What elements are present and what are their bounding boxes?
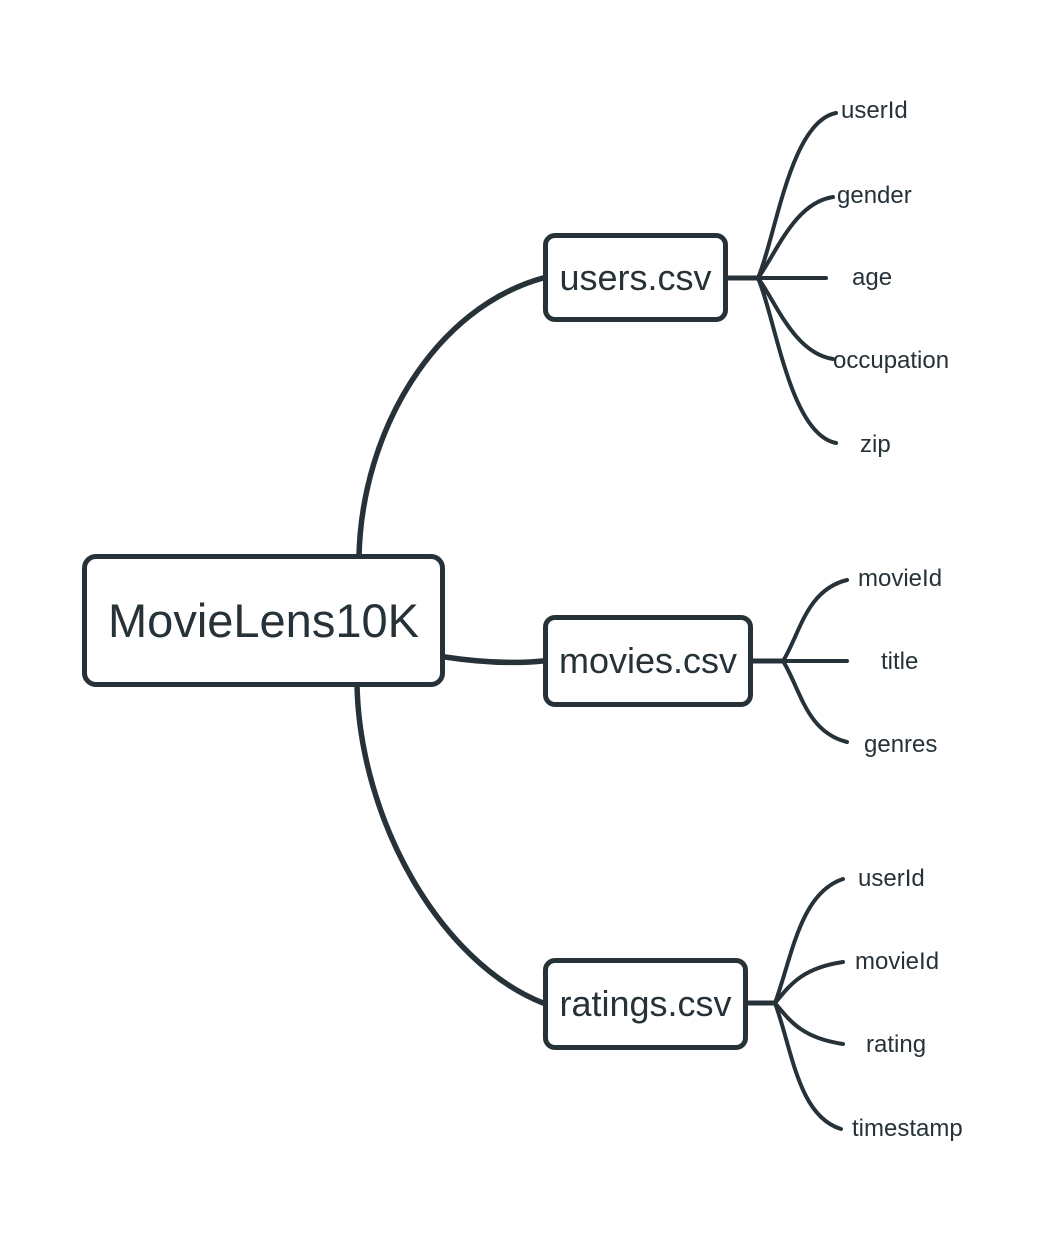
leaf-ratings-movieid: movieId — [855, 948, 940, 975]
node-ratings-csv-label: ratings.csv — [559, 983, 732, 1024]
leaf-users-zip: zip — [860, 431, 891, 458]
leaf-movies-movieid: movieId — [858, 565, 943, 592]
leaf-users-occupation: occupation — [833, 347, 950, 374]
edge-root-users — [356, 275, 546, 559]
edge-ratings-movieid — [773, 960, 845, 1005]
edge-ratings-userid — [773, 877, 845, 1005]
node-users-csv: users.csv — [543, 233, 728, 322]
edge-movies-genres — [781, 659, 849, 744]
leaf-users-age: age — [852, 264, 893, 291]
node-ratings-csv: ratings.csv — [543, 958, 748, 1050]
edge-users-userid — [756, 111, 838, 280]
leaf-users-userid: userId — [841, 97, 908, 124]
node-root: MovieLens10K — [82, 554, 445, 687]
edge-root-ratings — [354, 682, 546, 1006]
leaf-movies-title: title — [881, 648, 919, 675]
edge-movies-movieid — [781, 578, 849, 663]
node-movies-csv-label: movies.csv — [558, 640, 738, 681]
edge-root-movies — [442, 654, 546, 666]
leaf-users-gender: gender — [837, 182, 912, 209]
node-root-label: MovieLens10K — [108, 594, 419, 647]
edge-ratings-timestamp — [773, 1001, 843, 1131]
edge-users-zip — [756, 276, 838, 445]
leaf-ratings-rating: rating — [866, 1031, 927, 1058]
leaf-ratings-timestamp: timestamp — [852, 1115, 963, 1142]
leaf-movies-genres: genres — [864, 731, 938, 758]
edge-ratings-rating — [773, 1001, 845, 1046]
edge-users-occupation — [756, 276, 835, 361]
node-users-csv-label: users.csv — [559, 256, 712, 298]
node-movies-csv: movies.csv — [543, 615, 753, 707]
edge-users-gender — [756, 195, 835, 280]
leaf-ratings-userid: userId — [858, 865, 925, 892]
